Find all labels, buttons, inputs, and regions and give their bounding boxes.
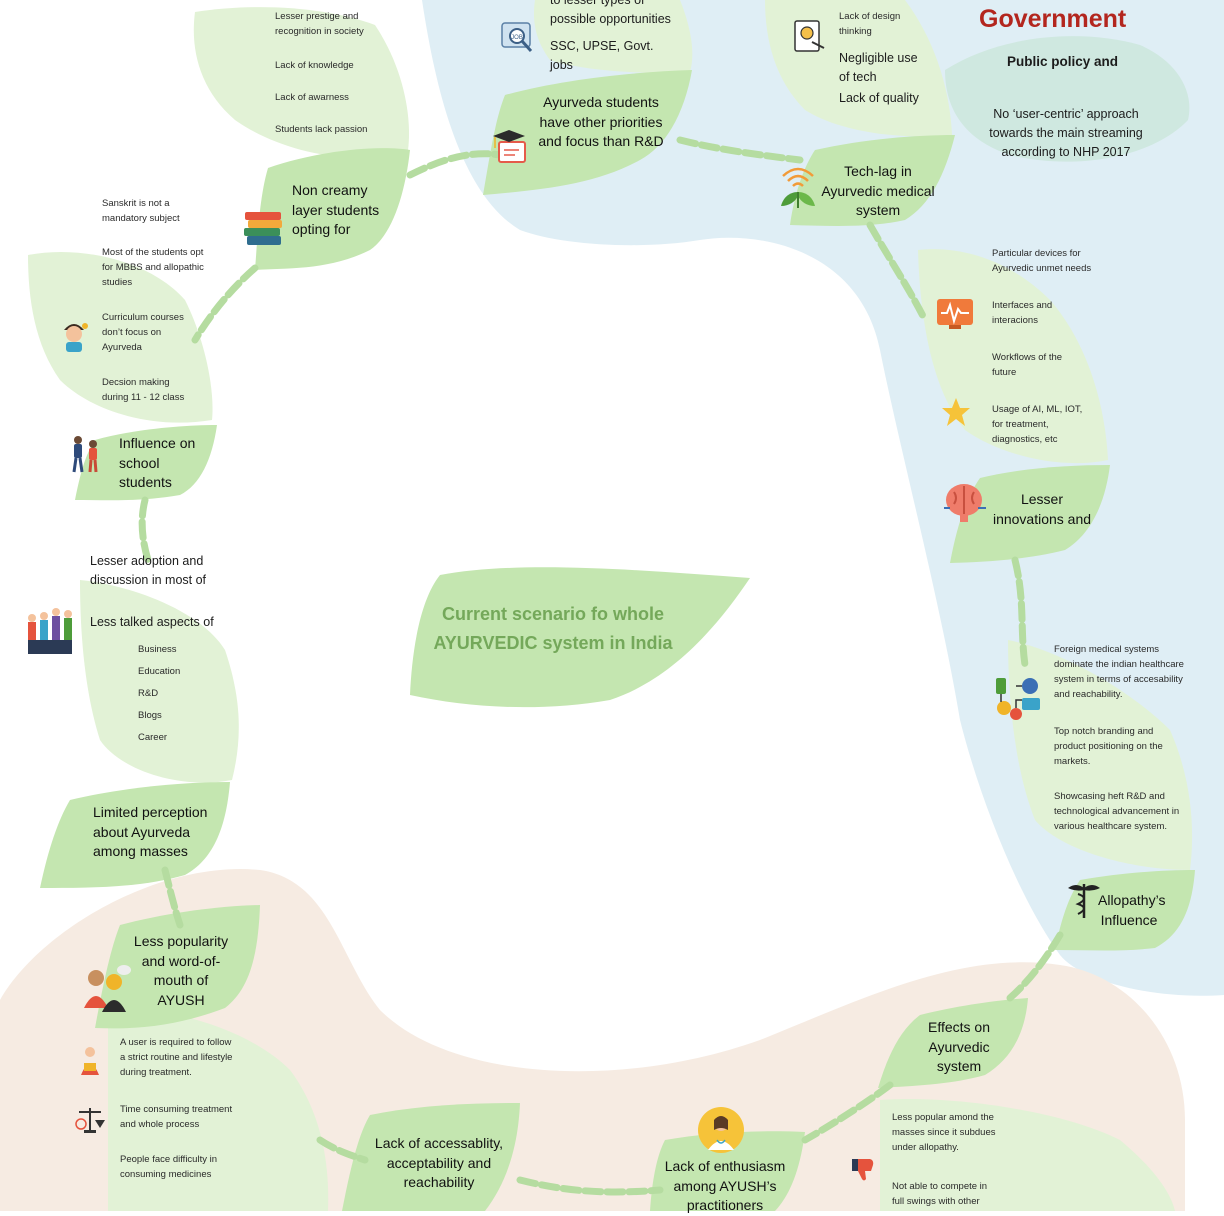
policy-text: No ‘user-centric’ approach towards the m…: [989, 107, 1143, 159]
node-influence-school: Influence on school students: [119, 435, 196, 490]
list-item: Decsion making during 11 - 12 class: [102, 377, 185, 403]
list-item: Particular devices for Ayurvedic unmet n…: [992, 248, 1092, 274]
confused-boy-icon: [64, 323, 88, 352]
books-icon: [244, 212, 282, 245]
list-item: Lack of design thinking: [839, 11, 901, 37]
list-item: A user is required to follow a strict ro…: [120, 1037, 233, 1078]
students-icon: [72, 436, 98, 473]
family-icon: [28, 608, 72, 654]
job-search-icon: JOB: [501, 22, 533, 53]
people-talking-icon: [84, 965, 131, 1012]
node-limited-perception: Limited perception about Ayurveda among …: [93, 804, 208, 859]
adoption-text: Lesser adoption and discussion in most o…: [90, 554, 207, 587]
design-thinking-icon: [794, 20, 825, 52]
aspect-item: Blogs: [138, 710, 162, 721]
aspect-item: Business: [138, 644, 177, 655]
list-item: SSC, UPSE, Govt. jobs: [550, 39, 654, 72]
node-less-popularity: Less popularity and word-of-mouth of AYU…: [133, 933, 229, 1008]
aspect-item: R&D: [138, 688, 159, 699]
scales-icon: [75, 1108, 105, 1133]
graduation-cap-icon: [493, 130, 526, 163]
list-item: Lesser prestige and recognition in socie…: [275, 11, 364, 37]
list-item: Negligible use of tech: [839, 51, 918, 84]
list-item: Curriculum courses don’t focus on Ayurve…: [102, 312, 184, 353]
list-item: Top notch branding and product positioni…: [1054, 726, 1163, 767]
list-item: Less popular amond the masses since it s…: [892, 1112, 996, 1153]
ecg-monitor-icon: [937, 299, 973, 329]
node-lack-enthusiasm: Lack of enthusiasm among AYUSH’s practit…: [664, 1158, 786, 1213]
government-title: Government: [979, 5, 1127, 33]
person-icon: [81, 1047, 99, 1075]
star-icon: [942, 398, 970, 426]
node-non-creamy: Non creamy layer students opting for: [292, 182, 380, 237]
list-item: Time consuming treatment and whole proce…: [120, 1104, 233, 1130]
svg-text:JOB: JOB: [511, 35, 523, 41]
list-item: Most of the students opt for MBBS and al…: [102, 247, 204, 288]
aspect-item: Career: [138, 732, 168, 743]
list-item: Workflows of the future: [992, 352, 1063, 378]
node-lesser-innovations: Lesser innovations and: [992, 491, 1092, 527]
list-item: Lack of knowledge: [275, 60, 354, 71]
node-effects-on: Effects on Ayurvedic system: [927, 1019, 990, 1074]
list-item: Not able to compete in full swings with …: [892, 1181, 988, 1207]
list-item: Lack of awarness: [275, 92, 349, 103]
list-item: Usage of AI, ML, IOT, for treatment, dia…: [992, 404, 1083, 445]
caduceus-icon: [1068, 884, 1100, 918]
adoption-aspects: Less talked aspects of: [90, 615, 214, 629]
list-item: Sanskrit is not a mandatory subject: [102, 198, 180, 224]
list-item: Showcasing heft R&D and technological ad…: [1054, 791, 1180, 832]
node-tech-lag: Tech-lag in Ayurvedic medical system: [821, 163, 935, 218]
list-item: Students lack passion: [275, 124, 368, 135]
node-lack-accessibility: Lack of accessablity, acceptability and …: [374, 1135, 504, 1190]
wifi-plant-icon: [781, 167, 815, 208]
node-allopathy-influence: Allopathy’s Influence: [1098, 892, 1166, 928]
list-item: Foreign medical systems dominate the ind…: [1054, 644, 1184, 700]
policy-heading: Public policy and: [1007, 54, 1119, 69]
thumbs-down-icon: [852, 1159, 874, 1181]
aspect-item: Education: [138, 666, 181, 677]
brain-icon: [944, 484, 986, 522]
doctor-icon: [698, 1107, 744, 1153]
node-ayurveda-students: Ayurveda students have other priorities …: [538, 94, 664, 149]
list-item: Lack of quality: [839, 91, 919, 105]
vine-connectors: [138, 136, 1064, 1196]
list-item: to lesser types of possible opportunitie…: [550, 0, 671, 26]
center-title: Current scenario fo whole AYURVEDIC syst…: [433, 604, 673, 653]
list-item: People face difficulty in consuming medi…: [120, 1154, 217, 1180]
devices-network-icon: [996, 678, 1040, 720]
list-item: Interfaces and interacions: [992, 300, 1053, 326]
